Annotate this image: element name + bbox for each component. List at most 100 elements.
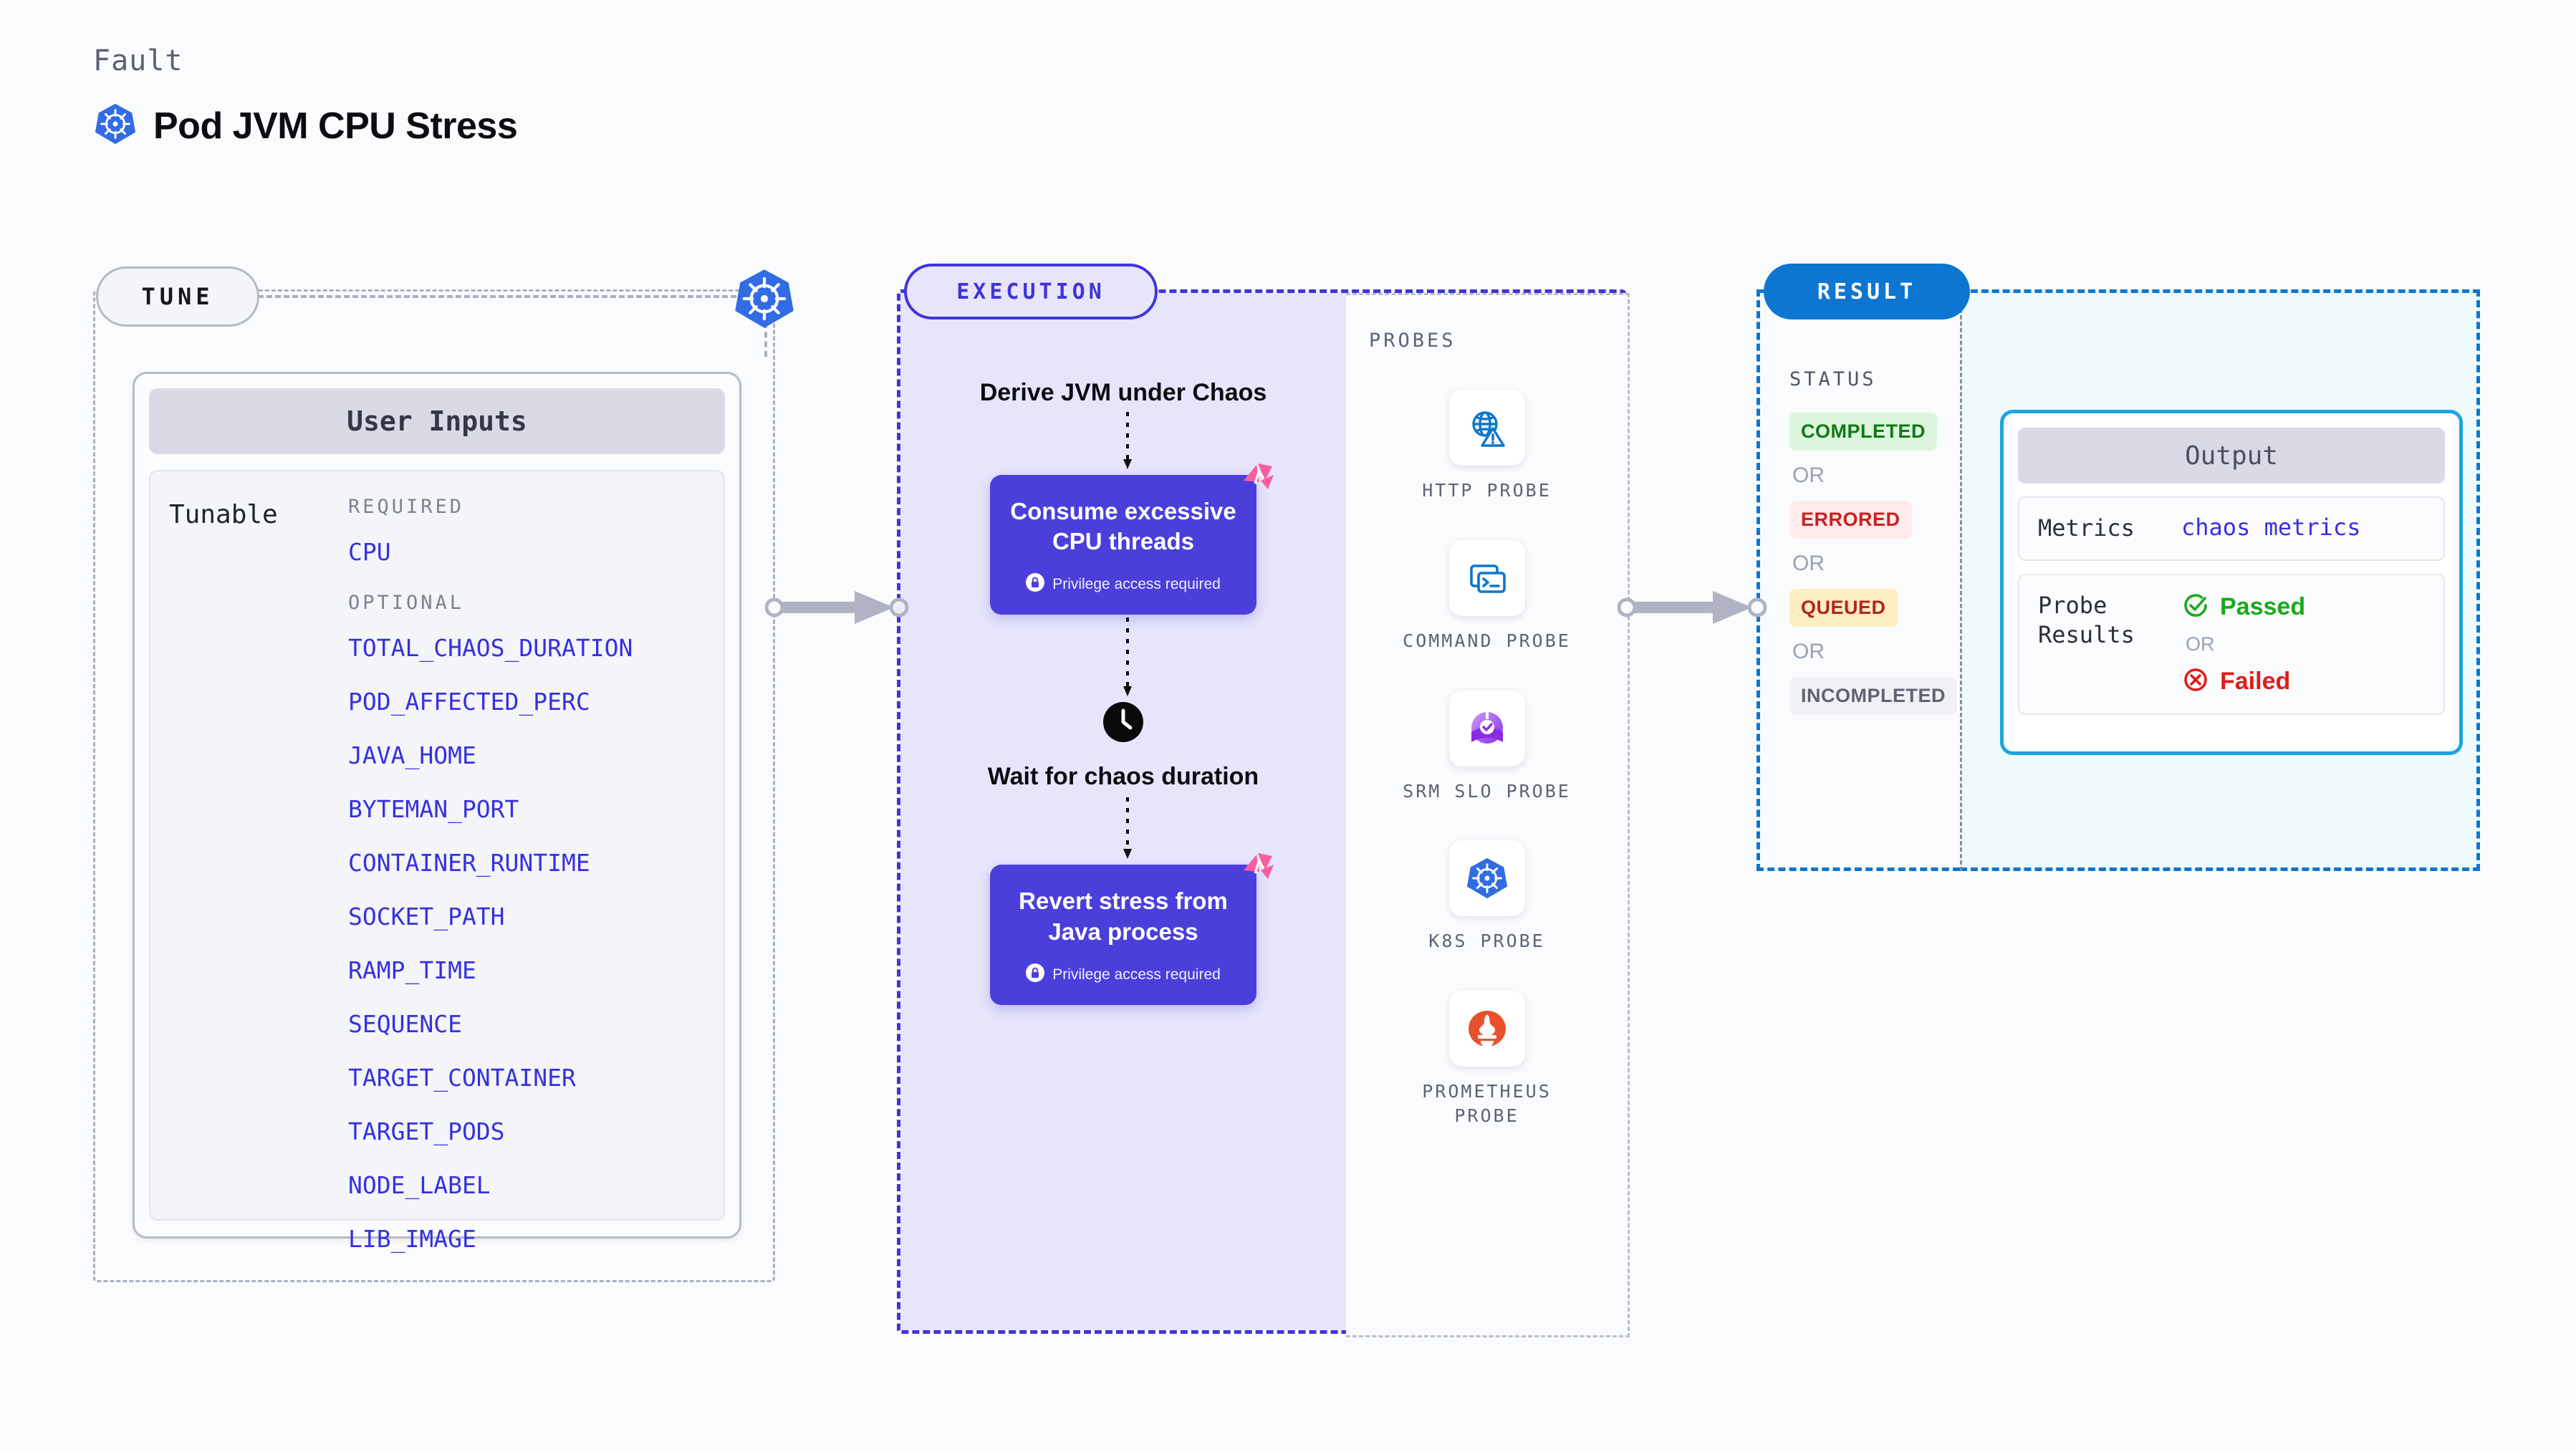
kubernetes-icon	[1448, 840, 1525, 917]
execution-fill	[900, 293, 1346, 1330]
or-separator: OR	[1792, 552, 1825, 575]
tunable-item[interactable]: CONTAINER_RUNTIME	[348, 849, 590, 877]
probe-result-passed: Passed	[2181, 591, 2305, 623]
flow-connector	[1122, 615, 1132, 702]
stage-badge-result[interactable]: RESULT	[1764, 264, 1970, 319]
probe-label: PROMETHEUS PROBE	[1422, 1081, 1552, 1126]
check-circle-icon	[2181, 591, 2210, 623]
output-row-metrics: Metrics chaos metrics	[2018, 496, 2445, 561]
privilege-note: Privilege access required	[1052, 966, 1221, 983]
probes-panel: PROBES	[1346, 293, 1630, 1337]
probe-results-values: Passed OR Failed	[2181, 591, 2305, 698]
probe-label: SRM SLO PROBE	[1403, 780, 1571, 802]
privilege-row: Privilege access required	[1006, 573, 1241, 596]
output-card: Output Metrics chaos metrics Probe Resul…	[2000, 410, 2463, 755]
probe-item-k8s[interactable]: K8S PROBE	[1394, 840, 1580, 953]
privilege-note: Privilege access required	[1052, 576, 1221, 593]
lock-icon	[1026, 573, 1045, 596]
tunable-item[interactable]: NODE_LABEL	[348, 1171, 491, 1199]
or-separator: OR	[1792, 463, 1825, 487]
probe-result-failed: Failed	[2181, 665, 2305, 698]
probe-item-command[interactable]: COMMAND PROBE	[1394, 539, 1580, 653]
tunable-item[interactable]: TARGET_PODS	[348, 1117, 505, 1145]
tunable-item[interactable]: TOTAL_CHAOS_DURATION	[348, 634, 633, 662]
tunable-item[interactable]: JAVA_HOME	[348, 741, 476, 769]
or-separator: OR	[1792, 640, 1825, 663]
failed-label: Failed	[2220, 667, 2291, 695]
tunable-item[interactable]: RAMP_TIME	[348, 956, 476, 984]
output-title: Output	[2018, 428, 2445, 484]
user-inputs-title: User Inputs	[149, 388, 725, 454]
lock-icon	[1026, 963, 1045, 986]
chaos-card-title: Consume excessive CPU threads	[1010, 497, 1236, 555]
tunable-item[interactable]: TARGET_CONTAINER	[348, 1064, 576, 1092]
privilege-row: Privilege access required	[1006, 963, 1241, 986]
chaos-card-title: Revert stress from Java process	[1019, 887, 1228, 945]
status-badge-errored: ERRORED	[1789, 501, 1912, 539]
srm-slo-icon	[1448, 690, 1525, 766]
probe-results-label: Probe Results	[2038, 591, 2135, 649]
connector-execution-to-result	[1617, 587, 1768, 631]
flow-step-derive: Derive JVM under Chaos	[979, 379, 1267, 406]
x-circle-icon	[2181, 665, 2210, 698]
kubernetes-icon	[732, 266, 797, 335]
tunable-item[interactable]: CPU	[348, 538, 391, 566]
or-separator: OR	[2186, 633, 2215, 655]
chaos-card-consume[interactable]: Consume excessive CPU threads Privilege …	[990, 463, 1274, 615]
status-badge-incompleted: INCOMPLETED	[1789, 677, 1958, 715]
status-badge-completed: COMPLETED	[1789, 413, 1938, 451]
tunable-label: Tunable	[169, 500, 278, 529]
probe-label: COMMAND PROBE	[1403, 630, 1571, 651]
tunable-item[interactable]: POD_AFFECTED_PERC	[348, 688, 590, 716]
flow-connector	[1122, 793, 1132, 865]
status-items: COMPLETED OR ERRORED OR QUEUED OR INCOMP…	[1789, 413, 1958, 715]
metrics-label: Metrics	[2038, 514, 2135, 542]
execution-flow: Derive JVM under Chaos Consume excessive…	[900, 293, 1346, 1330]
stage-badge-execution[interactable]: EXECUTION	[904, 264, 1158, 319]
probe-item-http[interactable]: HTTP PROBE	[1394, 390, 1580, 503]
kubernetes-icon	[93, 102, 138, 150]
fault-eyebrow: Fault	[93, 44, 183, 77]
status-label: STATUS	[1789, 368, 1877, 390]
probes-list: HTTP PROBE COMMAND PROBE	[1346, 390, 1628, 1128]
fault-title-row: Pod JVM CPU Stress	[93, 102, 518, 150]
optional-header: OPTIONAL	[348, 592, 465, 614]
tunable-item[interactable]: LIB_IMAGE	[348, 1225, 476, 1253]
tunable-item[interactable]: SEQUENCE	[348, 1010, 462, 1038]
probes-label: PROBES	[1369, 330, 1456, 352]
probe-label: HTTP PROBE	[1422, 480, 1552, 501]
tunable-body: Tunable REQUIRED CPU OPTIONAL TOTAL_CHAO…	[149, 470, 725, 1253]
chaos-card-revert[interactable]: Revert stress from Java process Privileg…	[990, 852, 1274, 1005]
flow-step-wait: Wait for chaos duration	[987, 763, 1259, 791]
result-panel: STATUS COMPLETED OR ERRORED OR QUEUED OR…	[1756, 289, 2480, 871]
litmus-chaos-icon	[1235, 846, 1277, 891]
status-column	[1756, 289, 1960, 871]
status-badge-queued: QUEUED	[1789, 589, 1898, 627]
stage-badge-tune[interactable]: TUNE	[96, 266, 259, 327]
status-column-divider	[1960, 289, 1962, 871]
user-inputs-card: User Inputs Tunable REQUIRED CPU OPTIONA…	[133, 372, 741, 1253]
prometheus-icon	[1448, 991, 1525, 1067]
page-title: Pod JVM CPU Stress	[153, 105, 518, 147]
metrics-value[interactable]: chaos metrics	[2181, 514, 2361, 541]
tunable-item[interactable]: SOCKET_PATH	[348, 903, 505, 931]
tune-panel: User Inputs Tunable REQUIRED CPU OPTIONA…	[93, 289, 775, 1282]
litmus-chaos-icon	[1235, 456, 1277, 501]
required-header: REQUIRED	[348, 496, 465, 518]
page-header: Fault Pod JVM CPU Stress	[93, 44, 518, 150]
probe-label: K8S PROBE	[1428, 931, 1545, 952]
tunable-item[interactable]: BYTEMAN_PORT	[348, 795, 519, 823]
execution-panel: Derive JVM under Chaos Consume excessive…	[897, 289, 1630, 1337]
kubernetes-connector-stub	[764, 322, 767, 357]
connector-tune-to-execution	[764, 587, 909, 631]
output-row-probe-results: Probe Results Passed OR	[2018, 573, 2445, 715]
tune-connector-dash	[258, 295, 745, 298]
terminal-icon	[1448, 539, 1525, 616]
flow-connector	[1122, 409, 1132, 475]
probe-item-prometheus[interactable]: PROMETHEUS PROBE	[1394, 991, 1580, 1128]
clock-icon	[1103, 702, 1143, 746]
globe-warning-icon	[1448, 390, 1525, 466]
passed-label: Passed	[2220, 592, 2306, 620]
tunable-lists: REQUIRED CPU OPTIONAL TOTAL_CHAOS_DURATI…	[348, 496, 705, 1253]
probe-item-srm-slo[interactable]: SRM SLO PROBE	[1394, 690, 1580, 804]
